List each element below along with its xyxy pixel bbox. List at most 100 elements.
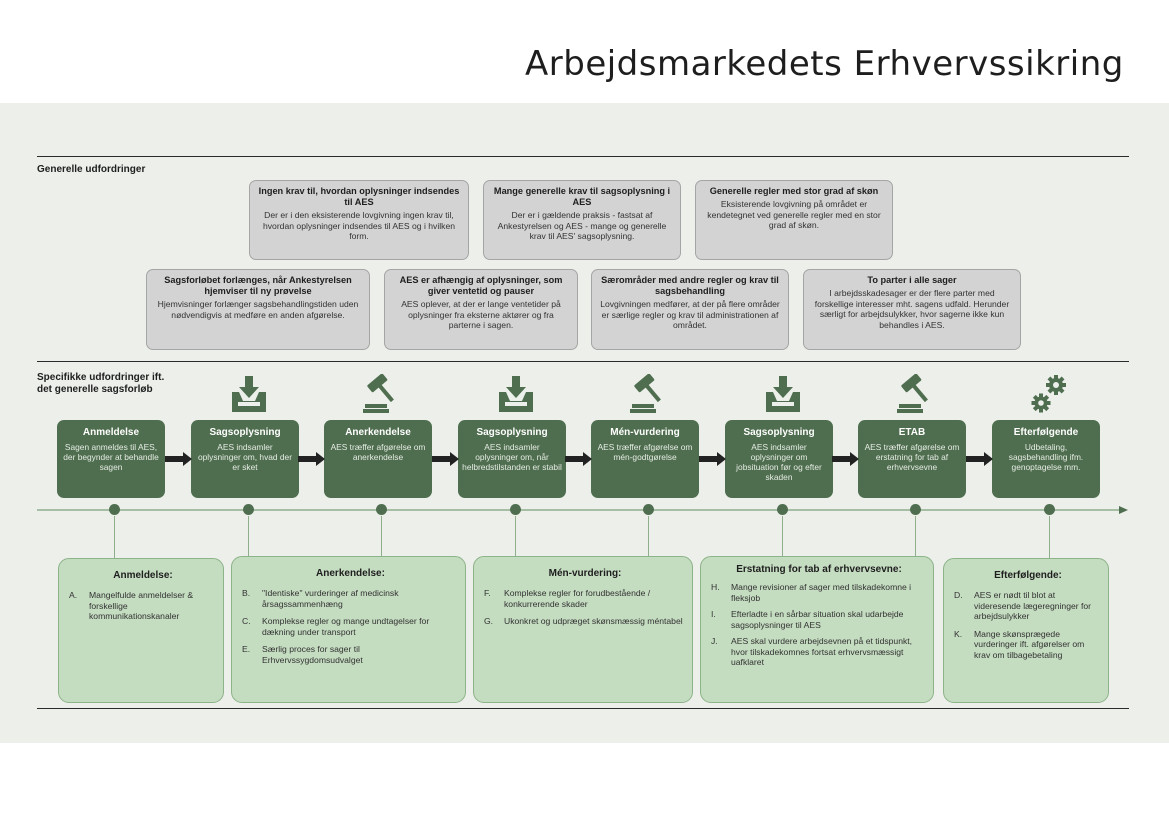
general-box: Ingen krav til, hvordan oplysninger inds… (249, 180, 469, 260)
step-arrow-icon (699, 452, 726, 466)
step-body: Udbetaling, sagsbehandling ifm. genoptag… (1008, 442, 1084, 472)
challenge-box-heading: Erstatning for tab af erhvervsevne: (736, 564, 902, 575)
challenge-item: J. AES skal vurdere arbejdsevnen på et ti… (711, 636, 927, 668)
step-heading: Anmeldelse (82, 427, 140, 438)
general-box-body: Hjemvisninger forlænger sagsbehandlingst… (157, 299, 359, 320)
process-step-efterfolgende: Efterfølgende Udbetaling, sagsbehandling… (992, 420, 1100, 498)
connector-line (1049, 516, 1050, 558)
item-key: K. (954, 628, 963, 639)
process-step-men-vurdering: Mén-vurdering AES træffer afgørelse om m… (591, 420, 699, 498)
general-box-heading: To parter i alle sager (867, 275, 957, 285)
item-text: AES er nødt til blot at videresende læge… (974, 590, 1092, 621)
challenge-item: B."Identiske" vurderinger af medicinsk å… (242, 588, 459, 609)
step-body: AES indsamler oplysninger om, når helbre… (462, 442, 562, 472)
general-box: AES er afhængig af oplysninger, som give… (384, 269, 578, 350)
step-heading: Efterfølgende (1013, 427, 1079, 438)
gears-icon (1031, 375, 1066, 413)
challenge-item: C. Komplekse regler og mange undtagelser … (242, 616, 459, 637)
connector-line (515, 516, 516, 556)
challenge-item: G. Ukonkret og udpræget skønsmæssig ménta… (484, 616, 686, 627)
challenge-box-anerkendelse: Anerkendelse: B."Identiske" vurderinger … (231, 556, 466, 703)
step-arrow-icon (165, 452, 192, 466)
step-heading: Sagsoplysning (476, 427, 548, 438)
inbox-download-icon (499, 376, 533, 412)
item-key: J. (711, 636, 718, 646)
item-key: H. (711, 582, 720, 592)
item-text: AES skal vurdere arbejdsevnen på et tids… (731, 636, 913, 667)
gavel-icon (630, 374, 661, 413)
general-box: Særområder med andre regler og krav til … (591, 269, 789, 350)
item-text: Mange revisioner af sager med tilskadeko… (731, 582, 912, 603)
challenge-item: I.Efterladte i en sårbar situation skal … (711, 609, 927, 630)
process-step-anerkendelse: Anerkendelse AES træffer afgørelse om an… (324, 420, 432, 498)
general-box-body: I arbejdsskadesager er der flere parter … (814, 288, 1010, 330)
challenge-box-heading: Anerkendelse: (316, 568, 385, 579)
process-step-sagsoplysning: Sagsoplysning AES indsamler oplysninger … (191, 420, 299, 498)
timeline-dot (510, 504, 521, 515)
connector-line (381, 516, 382, 556)
challenge-box-erstatning: Erstatning for tab af erhvervsevne: H. Ma… (700, 556, 934, 703)
item-key: C. (242, 616, 251, 626)
challenge-item: D. AES er nødt til blot at videresende læ… (954, 590, 1102, 622)
connector-line (782, 516, 783, 556)
process-step-anmeldelse: Anmeldelse Sagen anmeldes til AES, der b… (57, 420, 165, 498)
timeline-arrow (37, 506, 1128, 514)
general-box-heading: AES er afhængig af oplysninger, som give… (399, 275, 563, 296)
general-box-heading: Ingen krav til, hvordan oplysninger inds… (258, 186, 460, 207)
challenge-item: K.Mange skønsprægede vurderinger ift. af… (954, 629, 1102, 661)
general-box: Mange generelle krav til sagsoplysning i… (483, 180, 681, 260)
item-text: Ukonkret og udpræget skønsmæssig méntabe… (504, 616, 683, 626)
general-box: To parter i alle sager I arbejdsskadesag… (803, 269, 1021, 350)
item-key: E. (242, 644, 251, 654)
general-box-heading: Generelle regler med stor grad af skøn (709, 186, 879, 196)
item-text: Mangelfulde anmeldelser & forskellige ko… (89, 590, 194, 621)
step-heading: ETAB (898, 427, 926, 438)
timeline-dot (910, 504, 921, 515)
specific-label-line1: Specifikke udfordringer ift. (37, 372, 165, 383)
timeline-dot (777, 504, 788, 515)
general-box-body: Eksisterende lovgivning på området er ke… (707, 199, 881, 230)
gavel-icon (897, 374, 928, 413)
step-body: Sagen anmeldes til AES, der begynder at … (63, 442, 159, 472)
item-text: Komplekse regler og mange undtagelser fo… (262, 616, 430, 637)
item-key: I. (711, 609, 716, 619)
inbox-download-icon (232, 376, 266, 412)
step-arrow-icon (966, 452, 993, 466)
step-body: AES træffer afgørelse om anerkendelse (330, 442, 426, 462)
step-body: AES indsamler oplysninger om jobsituatio… (736, 442, 822, 482)
page-title: Arbejdsmarkedets Erhvervssikring (525, 44, 1124, 84)
bottom-divider (37, 708, 1129, 709)
step-body: AES indsamler oplysninger om, hvad der e… (197, 442, 293, 472)
top-divider (37, 156, 1129, 157)
process-step-etab: ETAB AES træffer afgørelse om erstatning… (858, 420, 966, 498)
challenge-box-heading: Efterfølgende: (994, 570, 1062, 581)
general-box-heading: Mange generelle krav til sagsoplysning i… (493, 186, 671, 207)
general-box-heading: Sagsforløbet forlænges, når Ankestyrelse… (164, 275, 352, 296)
middle-divider (37, 361, 1129, 362)
specific-section-label: Specifikke udfordringer ift. det generel… (37, 372, 164, 396)
general-box-body: Der er i gældende praksis - fastsat af A… (497, 210, 667, 241)
item-key: D. (954, 590, 963, 600)
general-box: Sagsforløbet forlænges, når Ankestyrelse… (146, 269, 370, 350)
step-arrow-icon (432, 452, 459, 466)
timeline-dot (109, 504, 120, 515)
item-text: Særlig proces for sager til Erhvervssygd… (262, 644, 363, 665)
item-text: "Identiske" vurderinger af medicinsk års… (262, 588, 399, 609)
challenge-box-efterfolgende: Efterfølgende: D. AES er nødt til blot at… (943, 558, 1109, 703)
challenge-box-heading: Anmeldelse: (113, 570, 173, 581)
challenge-box-heading: Mén-vurdering: (548, 568, 622, 579)
inbox-download-icon (766, 376, 800, 412)
step-arrow-icon (298, 452, 325, 466)
step-body: AES træffer afgørelse om mén-godtgørelse (597, 442, 693, 462)
general-box-body: Lovgivningen medfører, at der på flere o… (600, 299, 780, 330)
general-box-body: AES oplever, at der er lange ventetider … (401, 299, 561, 330)
item-key: G. (484, 616, 494, 626)
challenge-item: E. Særlig proces for sager til Erhvervssy… (242, 644, 459, 665)
step-body: AES træffer afgørelse om erstatning for … (864, 442, 960, 472)
step-heading: Sagsoplysning (743, 427, 815, 438)
timeline-dot (1044, 504, 1055, 515)
process-step-sagsoplysning: Sagsoplysning AES indsamler oplysninger … (725, 420, 833, 498)
step-arrow-icon (565, 452, 592, 466)
general-box: Generelle regler med stor grad af skøn E… (695, 180, 893, 260)
item-text: Komplekse regler for forudbestående / ko… (504, 588, 651, 609)
